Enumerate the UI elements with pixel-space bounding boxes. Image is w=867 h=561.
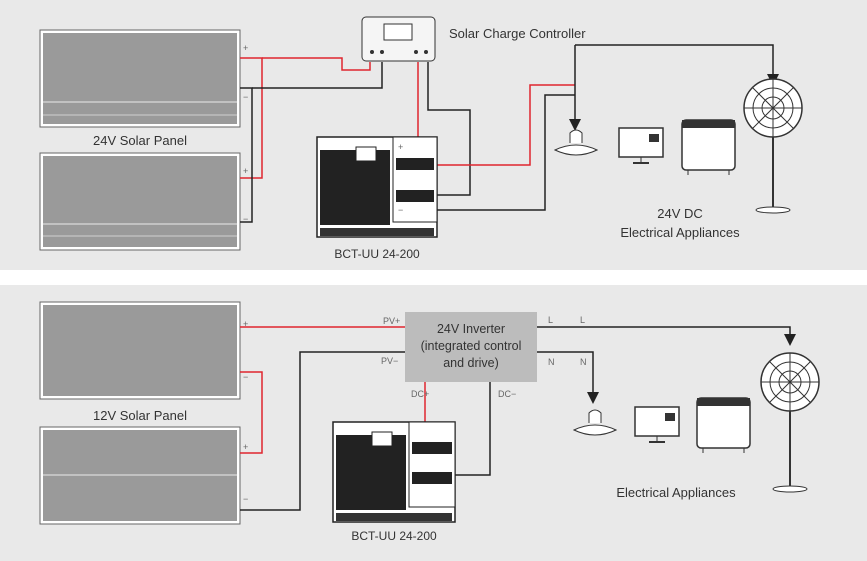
tv-icon	[618, 127, 664, 164]
battery-icon	[316, 136, 438, 238]
solar-panel-icon	[39, 426, 241, 525]
solar-panel-icon	[39, 301, 241, 400]
bottom-battery-label: BCT-UU 24-200	[351, 529, 437, 543]
inverter-icon	[405, 312, 537, 382]
fan-icon	[743, 78, 803, 214]
fan-icon	[760, 352, 820, 493]
battery-plus-terminal: +	[398, 142, 403, 152]
pv-plus-label: PV+	[383, 316, 400, 326]
plus-terminal: +	[243, 442, 248, 452]
minus-terminal: −	[243, 214, 248, 224]
tv-icon	[634, 406, 680, 443]
plus-terminal: +	[243, 319, 248, 329]
solar-panel-icon	[39, 29, 241, 128]
inverter-label-1: 24V Inverter	[437, 322, 505, 336]
top-wiring	[240, 44, 779, 223]
plus-terminal: +	[243, 43, 248, 53]
top-appliance-label-2: Electrical Appliances	[620, 225, 740, 240]
charge-controller-icon	[361, 16, 436, 62]
plus-terminal: +	[243, 166, 248, 176]
battery-minus-terminal: −	[398, 205, 403, 215]
minus-terminal: −	[243, 494, 248, 504]
top-appliance-label-1: 24V DC	[657, 206, 703, 221]
dc-minus-label: DC−	[498, 389, 516, 399]
inverter-label-3: and drive)	[443, 356, 499, 370]
pv-minus-label: PV−	[381, 356, 398, 366]
controller-label: Solar Charge Controller	[449, 26, 586, 41]
minus-terminal: −	[243, 372, 248, 382]
minus-terminal: −	[243, 92, 248, 102]
top-panel-label: 24V Solar Panel	[93, 133, 187, 148]
n-label: N	[548, 357, 555, 367]
inverter-label-2: (integrated control	[421, 339, 522, 353]
lamp-icon	[572, 409, 618, 436]
n-label: N	[580, 357, 587, 367]
l-label: L	[548, 315, 553, 325]
fridge-icon	[696, 397, 751, 453]
solar-panel-icon	[39, 152, 241, 251]
dc-plus-label: DC+	[411, 389, 429, 399]
bottom-panel-label: 12V Solar Panel	[93, 408, 187, 423]
fridge-icon	[681, 119, 736, 175]
battery-icon	[332, 421, 456, 523]
lamp-icon	[553, 129, 599, 156]
top-battery-label: BCT-UU 24-200	[334, 247, 420, 261]
l-label: L	[580, 315, 585, 325]
bottom-appliance-label: Electrical Appliances	[616, 485, 736, 500]
